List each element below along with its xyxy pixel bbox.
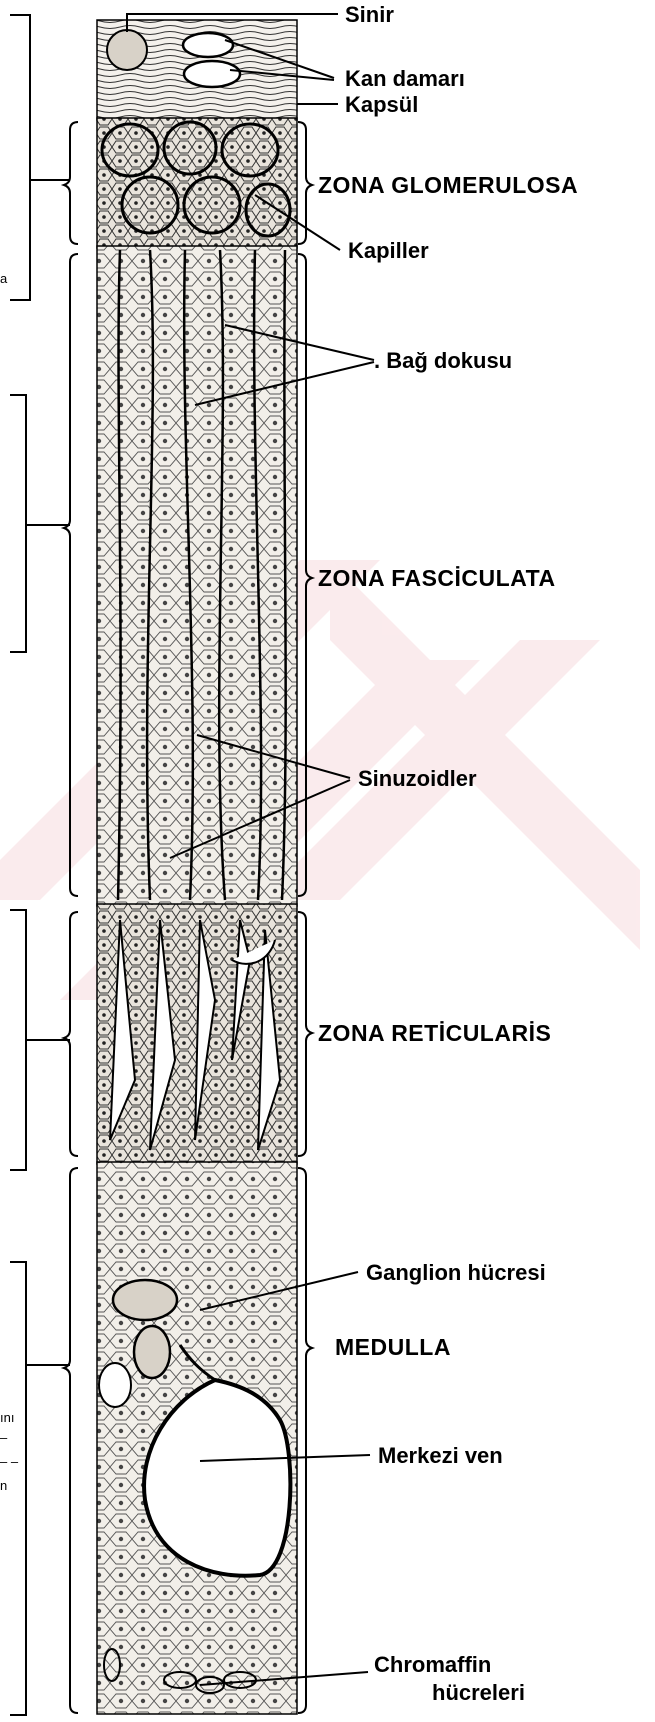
label-merkezi-ven: Merkezi ven <box>378 1443 503 1468</box>
left-fragment-a: a <box>0 271 8 286</box>
left-fragment-e: n <box>0 1478 7 1493</box>
nerve-shape <box>107 30 147 70</box>
medulla-space <box>99 1363 131 1407</box>
tissue-column <box>97 20 297 1714</box>
label-kapiller: Kapiller <box>348 238 429 263</box>
label-ganglion: Ganglion hücresi <box>366 1260 546 1285</box>
left-fragment-c: – <box>0 1430 8 1445</box>
ganglion-shape-2 <box>134 1326 170 1378</box>
zone-medulla: MEDULLA <box>335 1334 451 1360</box>
right-brackets <box>298 122 312 1713</box>
label-bag-dokusu: . Bağ dokusu <box>374 348 512 373</box>
left-fragment-b: ını <box>0 1410 14 1425</box>
zone-fasciculata: ZONA FASCİCULATA <box>318 565 556 591</box>
left-fragment-d: – – <box>0 1454 19 1469</box>
inner-left-brackets <box>64 122 78 1713</box>
ganglion-shape <box>113 1280 177 1320</box>
watermark <box>0 560 640 1000</box>
label-kan-damari: Kan damarı <box>345 66 465 91</box>
label-hucreleri: hücreleri <box>432 1680 525 1705</box>
label-chromaffin: Chromaffin <box>374 1652 491 1677</box>
vessel-shape-1 <box>183 33 233 57</box>
fasciculata-region <box>97 246 297 906</box>
label-sinuzoidler: Sinuzoidler <box>358 766 477 791</box>
zone-glomerulosa: ZONA GLOMERULOSA <box>318 172 578 198</box>
zone-reticularis: ZONA RETİCULARİS <box>318 1020 551 1046</box>
vessel-shape-2 <box>184 61 240 87</box>
label-kapsul: Kapsül <box>345 92 418 117</box>
label-sinir: Sinir <box>345 2 394 27</box>
